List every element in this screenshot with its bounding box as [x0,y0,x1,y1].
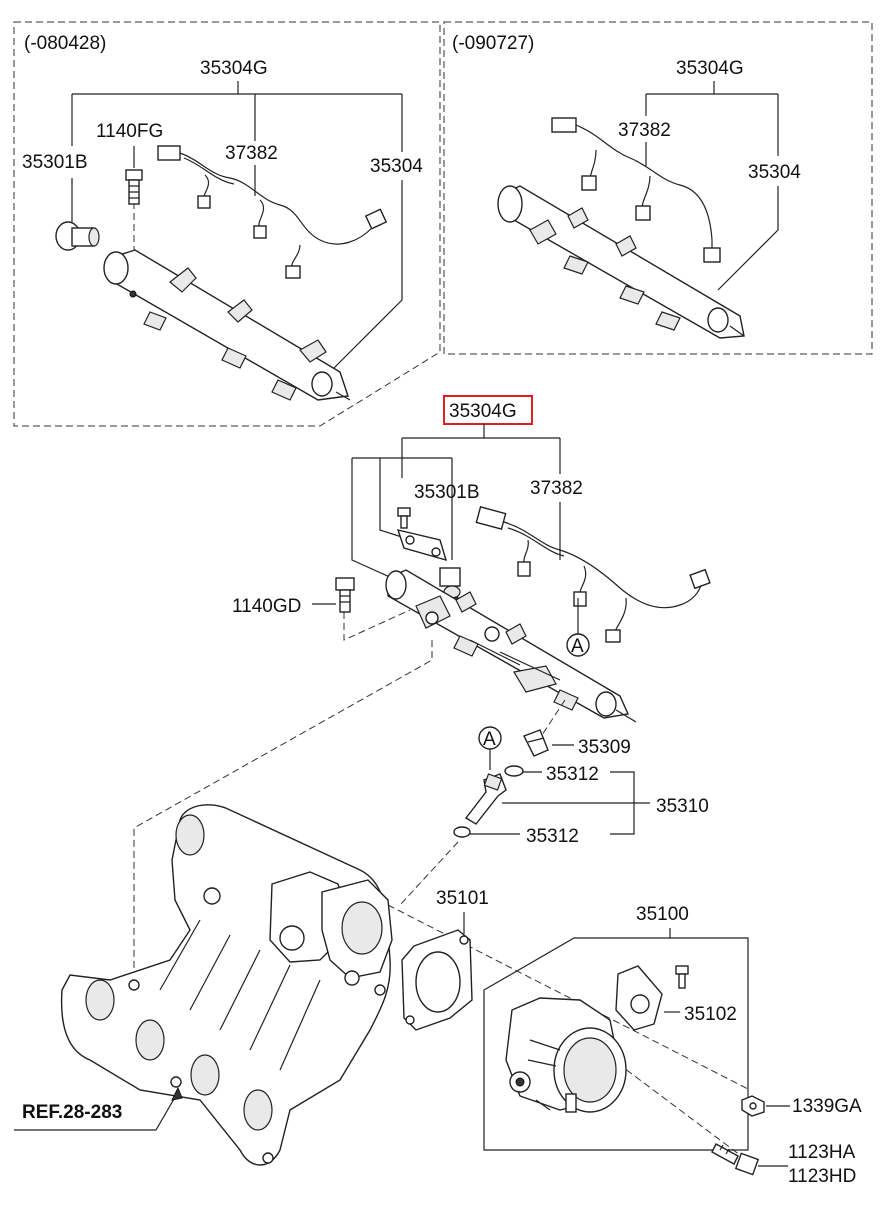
nut-group: 1339GA [741,1095,862,1117]
main-bolt-icon [335,577,355,613]
label-1140GD: 1140GD [232,596,301,617]
label-35312-top: 35312 [546,764,599,785]
gasket-callout: 35101 [436,888,489,934]
tps-sensor-icon: 35102 [615,965,737,1031]
tl-fuel-rail-icon [103,249,351,401]
tr-fuel-rail-icon [497,185,745,339]
label-tl-1140FG: 1140FG [96,121,163,142]
injector-icon [453,765,524,838]
intake-manifold-icon [60,804,393,1166]
variant-box-right: (-090727) 35304G 37382 35304 [443,21,873,355]
main-wiring-harness-icon [475,506,711,643]
gasket-icon [401,929,473,1031]
label-35102: 35102 [684,1004,737,1025]
label-main-37382: 37382 [530,478,583,499]
throttle-body-box: 35100 [483,904,749,1151]
callout-a-lower-label: A [483,729,496,750]
main-small-bolt-icon [396,507,448,562]
label-tl-35304: 35304 [370,156,423,177]
variant-box-left: (-080428) 35304G 1140FG 35301B 37382 353… [13,21,441,427]
label-35101: 35101 [436,888,489,909]
label-tr-37382: 37382 [618,120,671,141]
main-fuel-rail-icon [385,569,637,723]
bolt-long-group: 1123HA 1123HD [711,1142,856,1187]
label-tl-35301B: 35301B [22,152,88,173]
main-assembly-callouts: 35304G 35301B 37382 1140GD [232,395,583,641]
variant-code-left: (-080428) [24,33,106,54]
label-35309: 35309 [578,737,631,758]
injector-callouts: A 35309 35312 35310 35312 [470,699,709,847]
tl-wiring-harness-icon [157,145,388,279]
label-35100: 35100 [636,904,689,925]
variant-code-right: (-090727) [452,33,534,54]
label-tl-37382: 37382 [225,143,278,164]
ref-label-group: REF.28-283 [14,1086,183,1131]
label-main-35304G[interactable]: 35304G [449,401,517,422]
label-1123HD: 1123HD [788,1166,856,1187]
label-tr-35304G: 35304G [676,58,744,79]
label-ref-28-283[interactable]: REF.28-283 [22,1102,122,1123]
callout-a-upper-label: A [571,636,584,657]
label-1339GA: 1339GA [792,1096,862,1117]
tl-pressure-regulator-icon [55,221,100,251]
label-tl-35304G: 35304G [200,58,268,79]
label-35310: 35310 [656,796,709,817]
tl-bolt-icon [125,169,143,205]
highlight-box [443,395,533,425]
clip-icon [523,729,549,757]
label-main-35301B: 35301B [414,482,480,503]
throttle-body-icon [505,997,627,1113]
tr-wiring-harness-icon [551,117,721,263]
callout-a-upper: A [566,598,590,657]
label-35312-bottom: 35312 [526,826,579,847]
label-1123HA: 1123HA [788,1142,856,1163]
label-tr-35304: 35304 [748,162,801,183]
